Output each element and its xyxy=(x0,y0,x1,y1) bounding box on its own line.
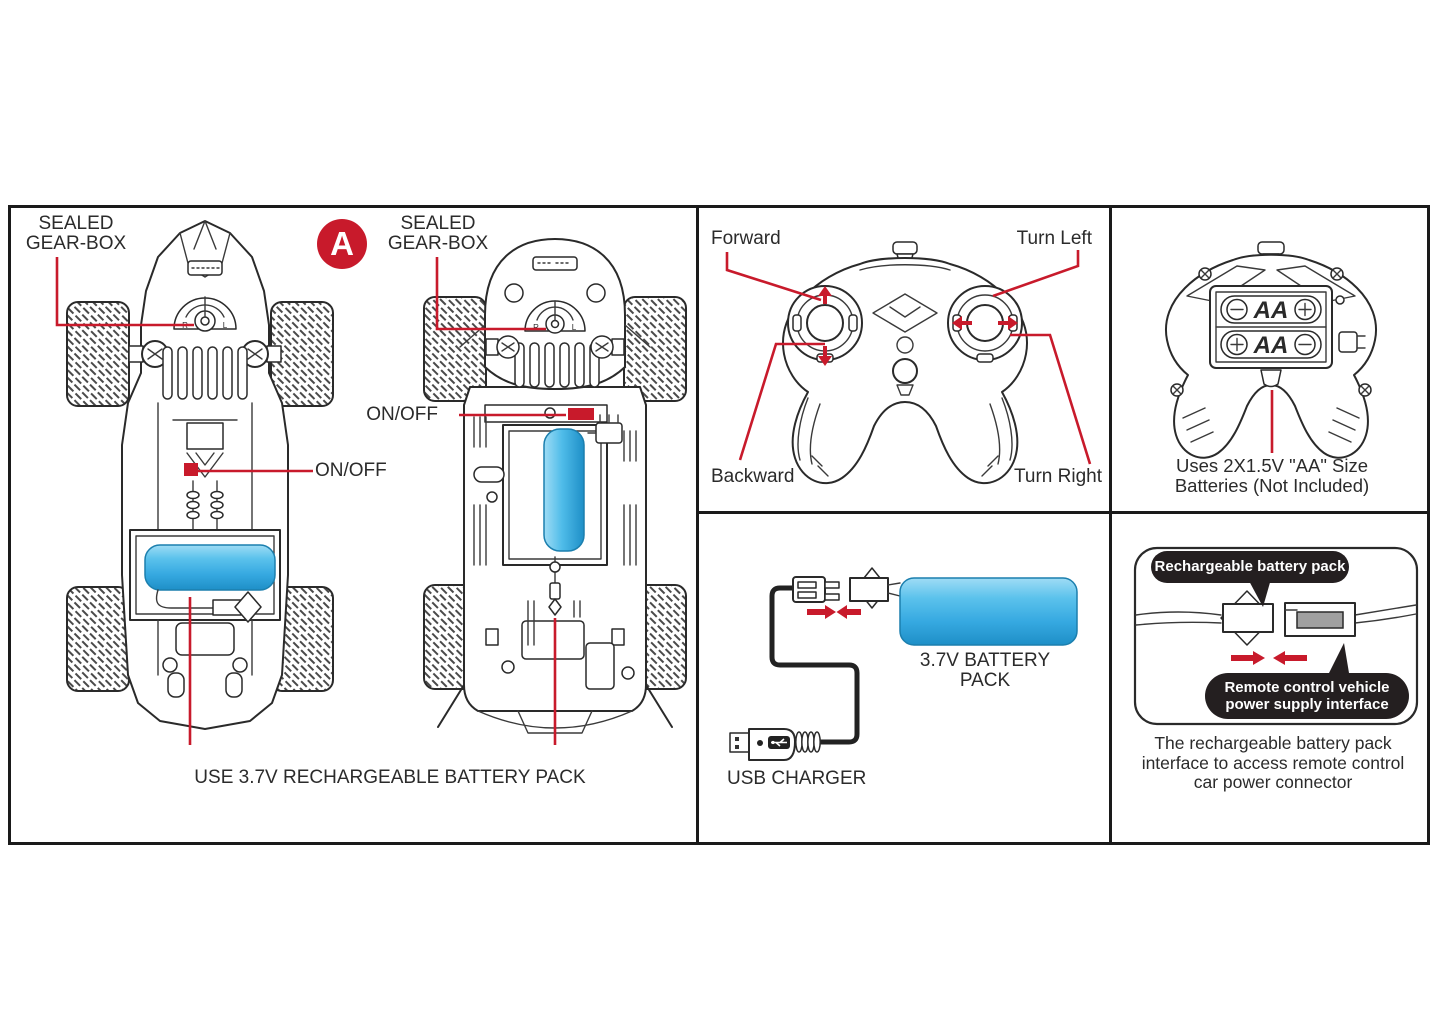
car-1-grille xyxy=(162,346,248,400)
car-1-drivetrain xyxy=(157,402,253,536)
turn-left-label: Turn Left xyxy=(1016,228,1092,249)
plug-arrows xyxy=(807,605,861,619)
controller-leader-lines xyxy=(725,250,1092,465)
right-arrow-icon xyxy=(998,316,1018,330)
car-2-front-axles xyxy=(485,335,625,646)
charger-cable xyxy=(769,585,860,745)
bubble-bottom-shape xyxy=(1205,643,1409,719)
usb-charger-label: USB CHARGER xyxy=(727,768,867,789)
gearbox-label-2: SEALED GEAR-BOX xyxy=(387,213,489,254)
car-2-battery-bay xyxy=(502,424,608,616)
vehicle-connector xyxy=(1284,602,1356,637)
divider-middle-right xyxy=(1109,205,1112,845)
dial-mark-r2: R xyxy=(533,323,539,332)
on-off-label-2: ON/OFF xyxy=(366,404,438,425)
left-arrow-icon xyxy=(1273,651,1307,665)
car-1-battery-bay xyxy=(129,529,281,623)
battery-pack xyxy=(899,577,1078,646)
usb-plug xyxy=(729,728,821,761)
car-1-gearbox: R L xyxy=(173,296,237,332)
screw-icons xyxy=(1170,267,1372,397)
battery-compartment: AA AA xyxy=(1209,285,1366,388)
battery-pack-label: 3.7V BATTERY PACK xyxy=(919,650,1051,691)
car-1-leader-lines xyxy=(55,257,313,745)
step-a-badge: A xyxy=(317,219,367,269)
dial-mark-l2: L xyxy=(572,323,577,332)
bubble-top-shape xyxy=(1151,551,1349,607)
car-2-gearbox: R L xyxy=(524,300,586,334)
interface-wires xyxy=(1135,604,1417,626)
backward-label: Backward xyxy=(711,466,795,487)
cable-coil xyxy=(795,731,821,753)
aa-batteries-note: Uses 2X1.5V "AA" Size Batteries (Not Inc… xyxy=(1174,455,1370,496)
connector-interface-diagram xyxy=(1133,546,1419,726)
divider-left-middle xyxy=(696,205,699,845)
charger-plug-connector xyxy=(792,576,840,603)
down-arrow-icon xyxy=(818,346,832,366)
dial-mark-l: L xyxy=(223,321,228,330)
car-2-side-vents xyxy=(473,416,637,566)
on-off-label-1: ON/OFF xyxy=(315,460,387,481)
interface-arrows xyxy=(1231,651,1307,665)
car-underside-diagram: R L xyxy=(55,220,687,745)
turn-right-label: Turn Right xyxy=(1014,466,1102,487)
controller-back-diagram: AA AA xyxy=(1165,241,1377,459)
car-1-drawing: R L xyxy=(55,220,334,745)
car-2-rear-details xyxy=(501,600,635,690)
aa-label-2: AA xyxy=(1253,332,1289,359)
car-2-rear-fins xyxy=(437,684,673,734)
left-arrow-icon xyxy=(836,605,861,619)
battery-pack-connector xyxy=(1220,590,1274,646)
up-arrow-icon xyxy=(818,286,832,304)
controller-front-diagram xyxy=(725,241,1092,485)
aa-battery-2: AA xyxy=(1220,330,1322,359)
diagram-outer-frame xyxy=(8,205,1430,845)
forward-label: Forward xyxy=(711,228,781,249)
gearbox-label-1: SEALED GEAR-BOX xyxy=(25,213,127,254)
battery-note: USE 3.7V RECHARGEABLE BATTERY PACK xyxy=(194,767,586,788)
aa-label-1: AA xyxy=(1253,297,1289,324)
left-arrow-icon xyxy=(952,316,972,330)
divider-horizontal-right xyxy=(697,511,1427,514)
controller-center-details xyxy=(872,293,938,396)
car-2-battery xyxy=(543,428,585,552)
car-1-wheels xyxy=(66,301,334,692)
right-arrow-icon xyxy=(807,605,836,619)
interface-caption: The rechargeable battery pack interface … xyxy=(1141,733,1405,792)
car-2-drawing: R L xyxy=(423,238,687,745)
usb-charger-diagram xyxy=(729,567,1078,761)
right-arrow-icon xyxy=(1231,651,1265,665)
battery-connector xyxy=(849,567,901,609)
bubble-top-label: Rechargeable battery pack xyxy=(1154,558,1346,575)
car-2-leader-lines xyxy=(435,257,566,745)
aa-battery-1: AA xyxy=(1220,295,1322,324)
car-2-connector-clip xyxy=(587,414,623,444)
stick-direction-arrows xyxy=(818,286,1018,366)
car-1-battery xyxy=(144,544,276,591)
car-2-power-switch xyxy=(568,408,594,420)
car-2-onoff-bar xyxy=(484,404,608,423)
bubble-bottom-label: Remote control vehicle power supply inte… xyxy=(1224,679,1390,713)
car-1-power-switch xyxy=(184,463,198,476)
car-1-hood-lines xyxy=(179,220,231,278)
